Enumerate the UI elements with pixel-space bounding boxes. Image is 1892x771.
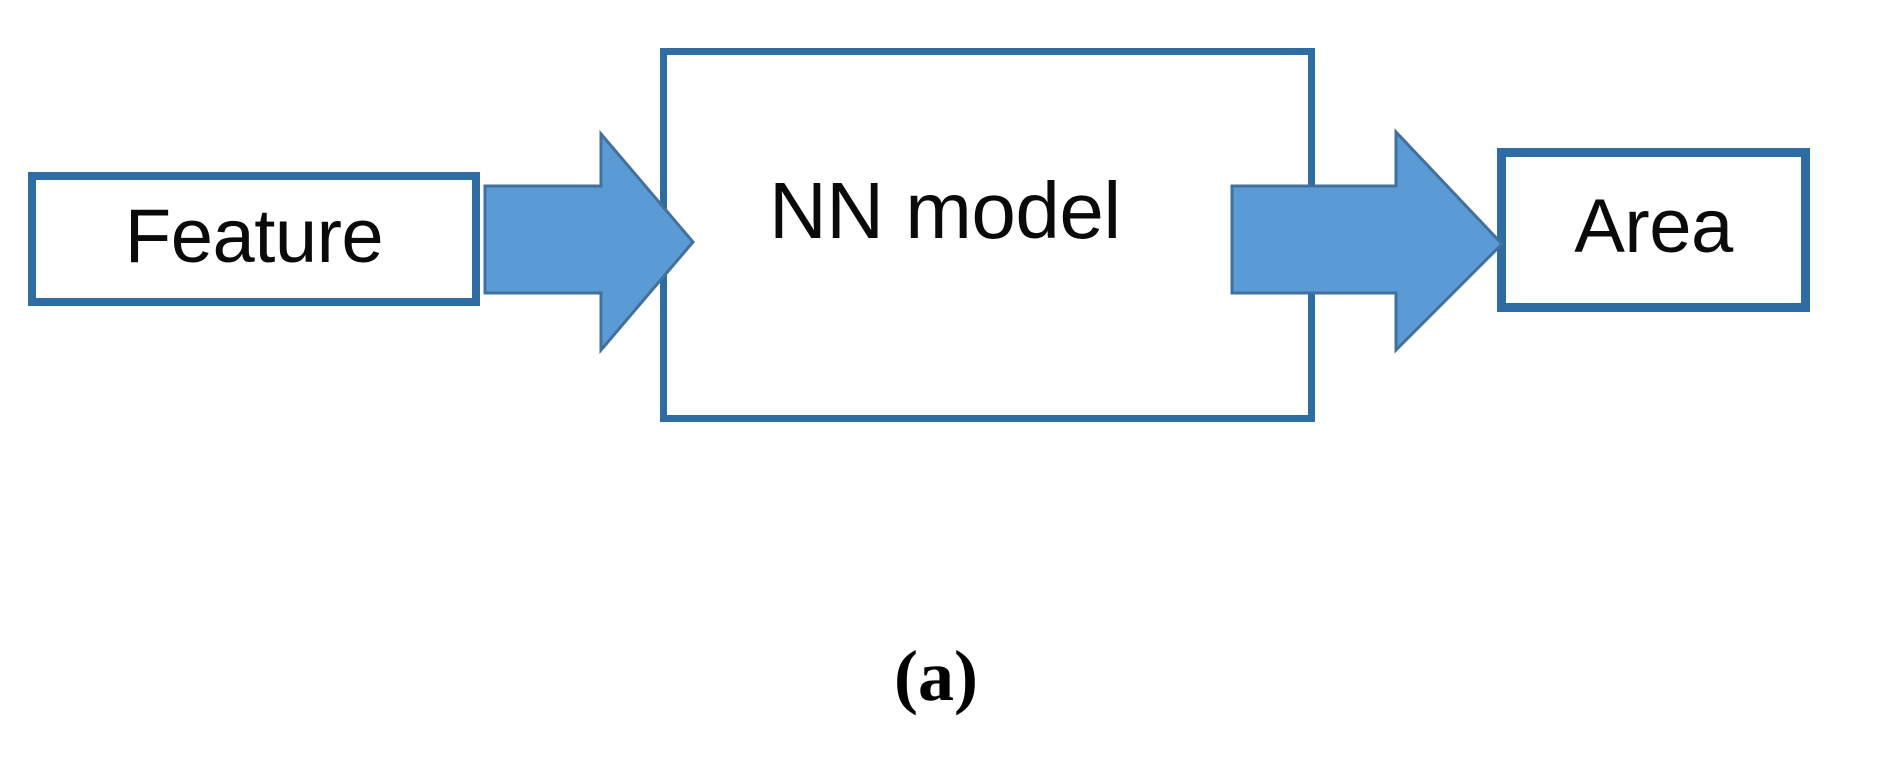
node-feature-label: Feature xyxy=(124,194,384,279)
node-nn-model[interactable]: NN model xyxy=(660,48,1315,422)
block-arrow-right-icon-feature-to-nn-model[interactable] xyxy=(483,128,695,356)
figure-caption: (a) xyxy=(0,640,1892,712)
figure-caption-text: (a) xyxy=(894,636,978,716)
node-area-label: Area xyxy=(1574,184,1733,269)
block-arrow-right-icon-nn-model-to-area[interactable] xyxy=(1230,126,1505,354)
node-feature[interactable]: Feature xyxy=(28,172,480,306)
arrow-shape xyxy=(483,129,695,355)
arrow-shape xyxy=(1230,128,1505,354)
node-nn-model-label: NN model xyxy=(769,166,1121,255)
node-area[interactable]: Area xyxy=(1497,148,1810,312)
